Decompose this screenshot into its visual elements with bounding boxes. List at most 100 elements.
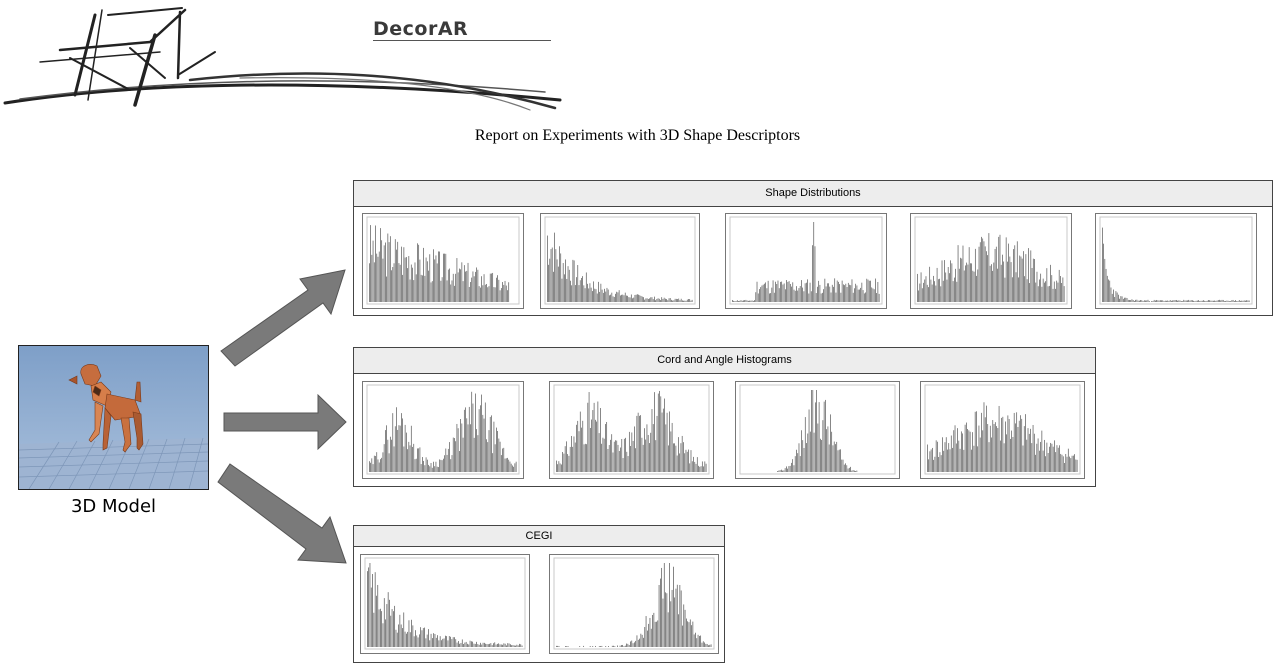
histogram-bar bbox=[808, 409, 810, 472]
histogram-bar bbox=[662, 298, 664, 302]
histogram-bar bbox=[434, 259, 436, 302]
histogram-bar bbox=[939, 452, 941, 472]
histogram-bar bbox=[423, 247, 424, 302]
histogram-bar bbox=[402, 418, 403, 472]
histogram-bar bbox=[686, 299, 688, 302]
histogram-bar bbox=[860, 287, 861, 302]
histogram-bar bbox=[443, 458, 444, 472]
histogram-bar bbox=[581, 277, 582, 302]
histogram-bar bbox=[651, 297, 653, 302]
histogram-bar bbox=[401, 413, 402, 472]
histogram-bar bbox=[836, 280, 838, 302]
histogram-bar bbox=[1129, 300, 1130, 302]
histogram bbox=[362, 213, 524, 309]
histogram-bar bbox=[492, 272, 494, 302]
histogram-bar bbox=[639, 638, 640, 647]
histogram-bar bbox=[388, 453, 390, 472]
histogram-bar bbox=[480, 287, 481, 302]
histogram-frame bbox=[1099, 216, 1253, 305]
histogram-bar bbox=[840, 449, 841, 472]
histogram-bar bbox=[956, 281, 958, 302]
histogram-bar bbox=[766, 288, 768, 302]
histogram-bar bbox=[930, 279, 932, 302]
logo-title: DecorAR bbox=[373, 18, 469, 40]
histogram-bar bbox=[1143, 300, 1145, 302]
histogram-bar bbox=[601, 645, 603, 647]
histogram-bar bbox=[1180, 301, 1182, 302]
histogram-bar bbox=[369, 263, 370, 302]
histogram-bar bbox=[761, 285, 763, 302]
histogram-bar bbox=[556, 460, 557, 472]
histogram-bar bbox=[831, 431, 833, 472]
histogram-bar bbox=[1051, 275, 1053, 302]
histogram-bar bbox=[1122, 298, 1124, 302]
histogram-bar bbox=[485, 643, 487, 647]
histogram-bar bbox=[765, 282, 766, 302]
histogram-bar bbox=[1145, 300, 1146, 302]
histogram-bar bbox=[672, 300, 674, 302]
histogram-bar bbox=[395, 629, 397, 647]
histogram-bar bbox=[442, 638, 444, 647]
histogram-bar bbox=[393, 611, 394, 647]
histogram-bar bbox=[986, 251, 987, 302]
histogram-bar bbox=[382, 623, 384, 647]
histogram-bar bbox=[809, 282, 811, 302]
histogram-bar bbox=[656, 415, 658, 472]
histogram-bar bbox=[584, 288, 586, 302]
histogram-bar bbox=[785, 289, 786, 302]
histogram-bar bbox=[389, 599, 390, 647]
histogram-bar bbox=[917, 273, 918, 302]
panel-cegi: CEGI bbox=[353, 525, 725, 663]
histogram-bar bbox=[814, 402, 816, 472]
histogram-bar bbox=[1054, 440, 1055, 472]
histogram-bar bbox=[663, 563, 665, 647]
histogram-bar bbox=[818, 402, 820, 472]
histogram-bar bbox=[878, 293, 880, 302]
histogram-bar bbox=[430, 282, 432, 302]
histogram-bar bbox=[674, 443, 675, 472]
histogram-bar bbox=[693, 634, 695, 647]
histogram-bar bbox=[1210, 300, 1212, 302]
histogram-bar bbox=[1243, 300, 1245, 302]
histogram-bar bbox=[965, 265, 966, 302]
histogram-bar bbox=[473, 643, 475, 647]
histogram-bar bbox=[484, 284, 486, 302]
histogram-bar bbox=[1152, 301, 1154, 302]
histogram-bar bbox=[773, 292, 775, 302]
histogram-bar bbox=[954, 277, 955, 302]
histogram-bar bbox=[675, 445, 677, 472]
panel-title: Shape Distributions bbox=[354, 181, 1272, 207]
histogram-bar bbox=[412, 446, 413, 472]
histogram-bar bbox=[1060, 276, 1061, 302]
histogram-bar bbox=[832, 445, 834, 472]
histogram-frame bbox=[364, 557, 526, 650]
histogram-bar bbox=[426, 634, 428, 647]
histogram-bar bbox=[854, 288, 855, 302]
histogram-bar bbox=[606, 287, 608, 302]
histogram-bar bbox=[977, 269, 979, 302]
histogram-bar bbox=[705, 463, 707, 472]
histogram-bar bbox=[1132, 300, 1134, 302]
histogram-bar bbox=[1121, 296, 1123, 302]
histogram-bar bbox=[376, 253, 378, 302]
histogram-bar bbox=[1162, 300, 1164, 302]
histogram-bar bbox=[1158, 300, 1160, 302]
histogram-bar bbox=[1061, 283, 1062, 302]
histogram-bar bbox=[746, 300, 748, 302]
histogram-bar bbox=[1179, 300, 1181, 302]
histogram-bar bbox=[1044, 439, 1045, 472]
histogram-bar bbox=[852, 292, 854, 302]
histogram-bar bbox=[649, 617, 651, 647]
histogram-bar bbox=[656, 621, 657, 647]
histogram-bar bbox=[1018, 420, 1020, 472]
histogram-bar bbox=[635, 448, 636, 472]
histogram-bar bbox=[470, 282, 471, 302]
histogram bbox=[725, 213, 887, 309]
histogram-bar bbox=[661, 297, 663, 302]
histogram-bar bbox=[844, 285, 845, 302]
histogram-bar bbox=[751, 300, 753, 302]
histogram-bars bbox=[914, 216, 1068, 305]
histogram-bar bbox=[759, 289, 760, 302]
histogram-bar bbox=[635, 294, 637, 302]
histogram-bar bbox=[822, 420, 824, 472]
